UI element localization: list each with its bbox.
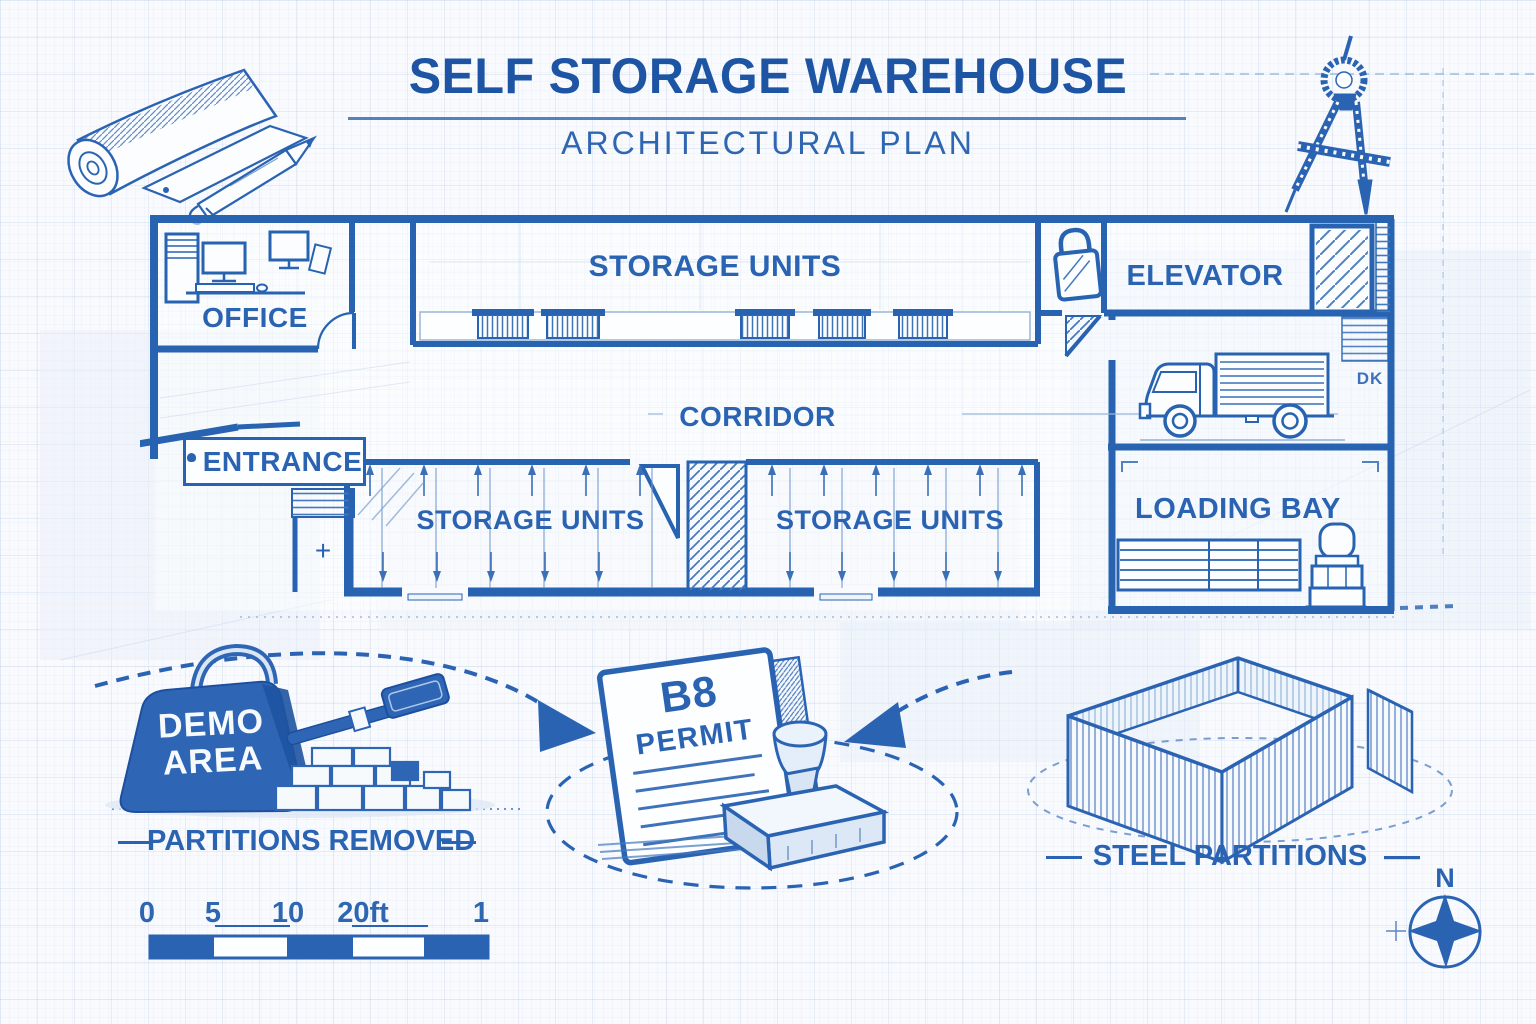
permit-text: B8 PERMIT <box>599 649 796 863</box>
demo-area-illustration <box>105 643 495 818</box>
entrance-lock-icon <box>186 453 196 462</box>
entrance-label: ENTRANCE <box>202 445 363 477</box>
hatched-wall-column <box>686 460 748 594</box>
elevator-shaft <box>1309 221 1392 362</box>
dashed-arrow-path-left <box>94 651 558 716</box>
arrow-right-icon <box>538 700 596 752</box>
office-desk <box>164 230 333 304</box>
demo-area-label: DEMO AREA <box>131 702 293 784</box>
room-label-elevator: ELEVATOR <box>1126 260 1284 292</box>
drafting-compass-icon <box>1284 35 1391 215</box>
monitor-icon <box>268 230 310 262</box>
bricks-icon <box>274 746 472 812</box>
wall-mark-label: DK <box>1356 369 1384 388</box>
label-dash <box>1384 856 1420 859</box>
page-subtitle: ARCHITECTURAL PLAN <box>561 125 975 161</box>
scale-label-0: 0 <box>138 897 156 929</box>
page-title: SELF STORAGE WAREHOUSE <box>408 48 1128 104</box>
label-dash <box>118 841 152 844</box>
paper-roll <box>67 68 309 204</box>
entrance-stairs <box>291 467 425 592</box>
partitions-removed-label: PARTITIONS REMOVED <box>147 825 476 857</box>
sledgehammer-icon <box>286 673 450 746</box>
steel-partition-box-icon <box>1066 656 1414 865</box>
monitor-icon <box>201 241 247 275</box>
room-label-loading-bay: LOADING BAY <box>1135 493 1341 525</box>
steel-partitions-label: STEEL PARTITIONS <box>1092 840 1368 872</box>
title-underline <box>348 117 1186 120</box>
scale-label-5: 5 <box>204 897 222 929</box>
partition-panel <box>1366 687 1414 795</box>
room-label-storage-left: STORAGE UNITS <box>416 505 645 535</box>
pencil-icon <box>188 135 318 226</box>
loading-door <box>1064 314 1103 358</box>
loading-platform <box>1116 538 1302 592</box>
scale-label-10: 10 <box>271 897 305 929</box>
unit-doors-row <box>419 309 1031 341</box>
room-label-storage-top: STORAGE UNITS <box>588 250 842 283</box>
mouse-icon <box>256 283 268 293</box>
scale-label-1: 1 <box>472 897 490 929</box>
padlock-icon <box>1053 227 1103 302</box>
scale-label-20ft: 20ft <box>337 897 389 929</box>
compass-tool <box>1284 35 1391 215</box>
legend-illustrations <box>94 643 1482 969</box>
entrance-label-box: ENTRANCE <box>183 437 366 486</box>
construction-sketch <box>159 222 1030 419</box>
dashed-ellipse <box>545 734 959 890</box>
scale-bar-graphic <box>148 925 490 960</box>
room-label-office: OFFICE <box>202 302 308 333</box>
compass-north-label: N <box>1435 863 1455 893</box>
plus-mark: + <box>314 535 332 566</box>
arrow-left-icon <box>844 702 906 748</box>
rubber-stamp-icon <box>719 720 890 872</box>
label-dash <box>1046 856 1082 859</box>
room-label-corridor: CORRIDOR <box>679 401 836 432</box>
label-dash <box>442 841 476 844</box>
blueprint-roll-icon <box>67 68 318 226</box>
room-label-storage-right: STORAGE UNITS <box>775 505 1005 535</box>
